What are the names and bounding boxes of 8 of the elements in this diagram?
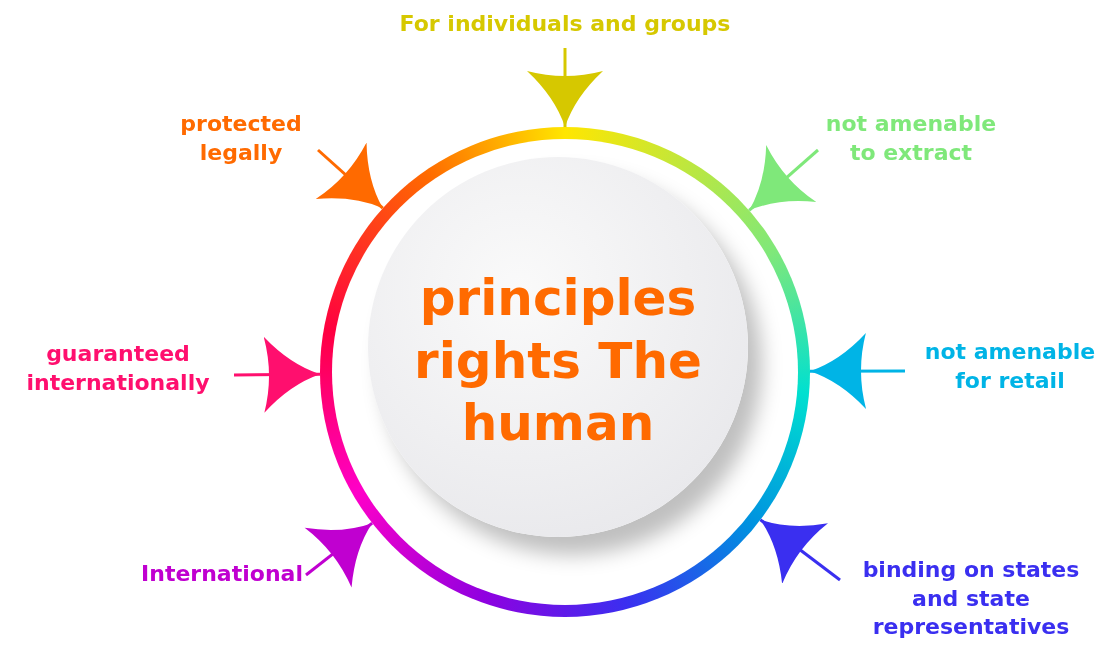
callout-text: International [138, 560, 306, 589]
callout-text: guaranteed internationally [2, 340, 234, 398]
center-text: principles rights The human [413, 268, 703, 454]
callout-text: not amenable to extract [818, 110, 1004, 168]
callout-text: binding on states and state representatives [840, 556, 1102, 642]
callout-text: For individuals and groups [362, 10, 768, 39]
callout-text: not amenable for retail [905, 338, 1115, 396]
callout-text: protected legally [165, 110, 317, 168]
